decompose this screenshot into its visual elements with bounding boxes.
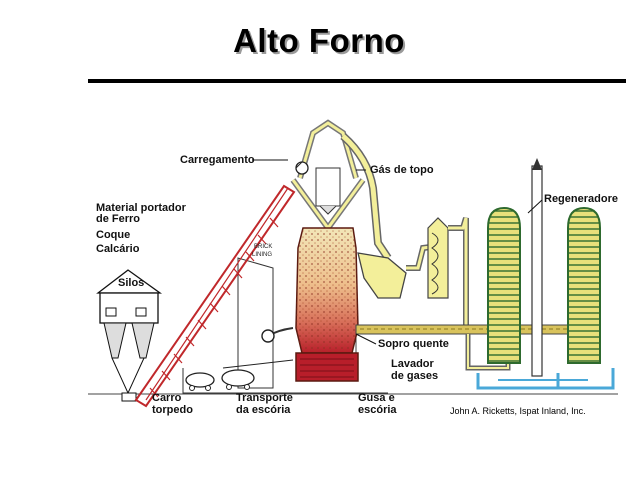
silos <box>96 269 163 402</box>
label-coque: Coque <box>96 229 130 241</box>
label-brick: BRICK <box>254 244 272 250</box>
label-carro-line2: torpedo <box>152 404 193 416</box>
label-transporte-line2: da escória <box>236 404 291 416</box>
stove-2 <box>567 206 601 364</box>
label-gusa-line2: escória <box>358 404 397 416</box>
label-lining: LINING <box>252 252 272 258</box>
label-gusa-line1: Gusa e <box>358 392 395 404</box>
gas-washer <box>427 217 469 328</box>
label-lavador-line2: de gases <box>391 370 438 382</box>
label-regeneradores: Regeneradores <box>544 193 618 205</box>
label-gas-de-topo: Gás de topo <box>370 164 434 176</box>
label-lavador-line1: Lavador <box>391 358 435 370</box>
furnace-top-structure <box>290 119 366 234</box>
slag-car <box>221 359 294 390</box>
label-sopro-quente: Sopro quente <box>378 338 449 350</box>
cold-blast-pipes <box>476 368 615 390</box>
slide-title: Alto Forno <box>233 22 405 59</box>
image-credit: John A. Ricketts, Ispat Inland, Inc. <box>450 406 586 416</box>
blast-furnace-diagram: Carregamento Gás de topo Material portad… <box>88 119 618 416</box>
label-material-line1: Material portador <box>96 202 187 214</box>
title-underline <box>88 79 626 83</box>
furnace-body <box>261 227 359 382</box>
label-carro-line1: Carro <box>152 392 182 404</box>
torpedo-car <box>185 372 215 391</box>
label-material-line2: de Ferro <box>96 213 140 225</box>
label-silos: Silos <box>118 277 144 289</box>
label-transporte-line1: Transporte <box>236 392 293 404</box>
top-gas-pipe <box>340 132 439 299</box>
chimney <box>531 158 543 377</box>
label-calcario: Calcário <box>96 243 140 255</box>
skip-conveyor <box>134 184 296 408</box>
stove-1 <box>487 206 521 364</box>
label-carregamento: Carregamento <box>180 154 255 166</box>
